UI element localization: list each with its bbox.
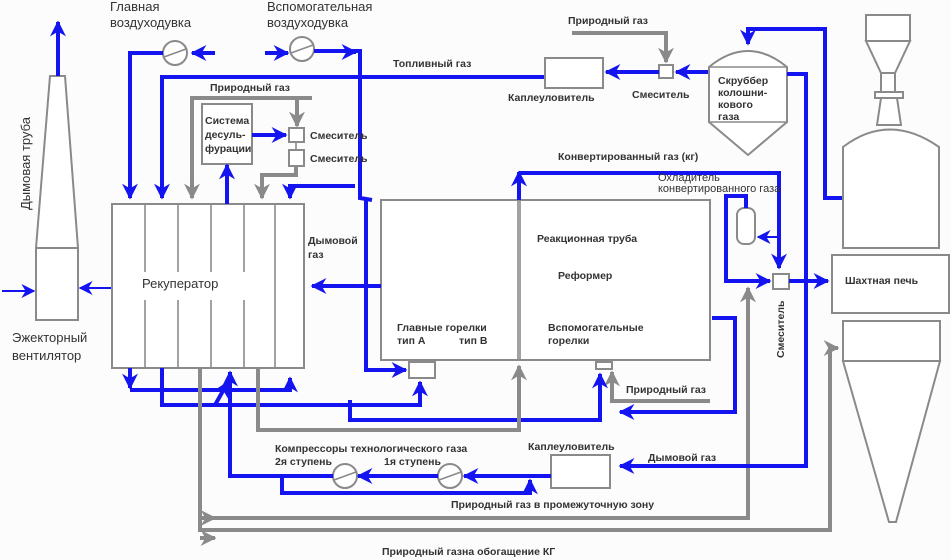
mixer-2	[288, 149, 305, 167]
scrubber-label-2: колошни-	[718, 87, 768, 99]
scrubber-label-1: Скруббер	[718, 75, 768, 87]
mist-eliminator-bottom	[550, 454, 611, 489]
natural-gas-enrichment-label: Природный газна обогащение КГ	[382, 546, 555, 558]
stack-label: Дымовая труба	[18, 116, 33, 210]
compressor-stage-1	[437, 463, 463, 489]
main-blower-label-1: Главная	[110, 0, 159, 14]
scrubber-flue-gas-line	[618, 72, 808, 474]
compressor-stage-2	[332, 463, 358, 489]
shaft-furnace-label: Шахтная печь	[845, 275, 919, 287]
mist-eliminator-top-label: Каплеуловитель	[508, 92, 595, 104]
aux-blower-label-2: воздуходувка	[267, 15, 349, 30]
stage-2-label: 2я ступень	[275, 456, 332, 468]
flue-gas-mid-label-2: газ	[308, 249, 324, 261]
natural-gas-top-left-label: Природный газ	[210, 82, 290, 94]
mixer-1	[288, 127, 305, 143]
air-to-main-burners-line	[364, 200, 408, 378]
aux-burners-label-1: Вспомогательные	[548, 322, 644, 334]
top-gas-scrubber	[708, 50, 788, 157]
desulfurization-label-1: Система	[205, 115, 249, 127]
natural-gas-to-aux-burners-line	[604, 370, 710, 403]
aux-blower-label-1: Вспомогательная	[267, 0, 372, 14]
mixed-gas-to-recuperator-line	[254, 166, 298, 200]
mist-eliminator-top	[544, 57, 604, 89]
ejector-fan-label-1: Эжекторный	[12, 330, 87, 345]
scrubber-label-4: газа	[718, 111, 739, 123]
natural-gas-top-right-label: Природный газ	[568, 15, 648, 27]
reformed-gas-cooler-label-1: Охладитель	[658, 172, 720, 184]
type-b-label: тип В	[459, 335, 488, 347]
recuperator-label: Рекуператор	[142, 276, 218, 291]
aux-blower	[289, 36, 315, 62]
type-a-label: тип А	[397, 335, 426, 347]
stack	[2, 20, 112, 321]
aux-burners-label-2: горелки	[548, 335, 589, 347]
stage-1-label: 1я ступень	[384, 456, 441, 468]
desulfurization-label-3: фурации	[205, 143, 251, 155]
reformed-gas-cooler	[736, 207, 756, 245]
compressed-gas-to-recuperator-line	[222, 370, 333, 478]
mixer-furnace	[772, 273, 790, 290]
reformer-label: Реформер	[558, 270, 612, 282]
main-blower	[162, 40, 188, 66]
fuel-gas-label: Топливный газ	[393, 58, 471, 70]
top-gas-to-scrubber-line	[740, 27, 845, 200]
main-blower-label-2: воздуходувка	[110, 15, 192, 30]
aux-air-line	[314, 49, 373, 202]
natural-gas-to-top-mixer-line	[572, 31, 674, 64]
mixer-vertical-label: Смеситель	[775, 300, 787, 358]
mixer-top	[658, 64, 674, 79]
flue-gas-bottom-label: Дымовой газ	[648, 452, 716, 464]
shaft-furnace	[831, 14, 950, 523]
compressor-recycle-line	[280, 476, 538, 495]
main-air-line	[122, 51, 163, 200]
cooler-to-mixer-line	[724, 194, 772, 289]
mixer-1-label: Смеситель	[310, 130, 368, 142]
aux-burner-block	[595, 361, 613, 370]
natural-gas-enrichment-line	[198, 340, 840, 532]
scrubber-label-3: кового	[718, 99, 753, 111]
flue-gas-mid-label-1: Дымовой	[308, 235, 358, 247]
main-burner-block	[408, 361, 436, 379]
natural-gas-to-recuperator-line	[184, 96, 312, 200]
recuperator	[111, 203, 305, 369]
mixer-top-label: Смеситель	[632, 89, 690, 101]
ejector-fan	[35, 247, 79, 321]
reaction-tube-label: Реакционная труба	[537, 233, 637, 245]
natural-gas-transition-zone-label: Природный газ в промежуточную зону	[451, 499, 654, 511]
recuperator-bottom-arrow-2	[130, 376, 298, 393]
reformed-gas-cooler-label-2: конвертированного газа	[658, 183, 781, 195]
fuel-gas-line	[154, 75, 545, 200]
natural-gas-transition-zone-line	[215, 505, 750, 520]
mist-eliminator-bottom-label: Каплеуловитель	[528, 441, 615, 453]
compressors-label: Компрессоры технологического газа	[275, 443, 467, 455]
reformed-gas-label: Конвертированный газ (кг)	[558, 151, 698, 163]
main-burners-label: Главные горелки	[397, 322, 487, 334]
desulfurization-system	[201, 103, 253, 165]
to-aux-burner-line	[348, 372, 608, 422]
natural-gas-to-reformer-line	[256, 364, 527, 432]
recuperator-bottom-loop-line	[160, 368, 230, 407]
natural-gas-aux-burners-label: Природный газ	[626, 384, 706, 396]
ejector-fan-label-2: вентилятор	[12, 348, 81, 363]
mixer-2-label: Смеситель	[310, 153, 368, 165]
desulfurization-label-2: десуль-	[205, 129, 246, 141]
reformer	[380, 199, 711, 361]
flue-to-recuperator-top-line	[282, 183, 355, 200]
aux-flue-loop-line	[618, 316, 737, 420]
stack-body	[34, 75, 80, 249]
